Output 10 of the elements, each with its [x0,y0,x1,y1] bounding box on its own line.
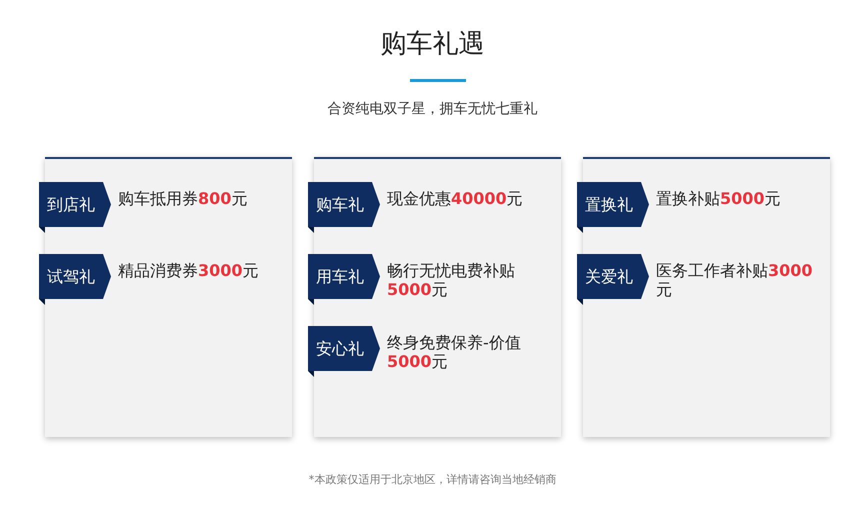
benefit-text: 医务工作者补贴3000元 [656,261,814,299]
heading: 购车礼遇 [380,28,486,61]
benefit-text: 终身免费保养-价值5000元 [387,333,522,371]
benefit-text: 精品消费券3000元 [118,261,260,280]
subtitle: 合资纯电双子星，拥车无忧七重礼 [326,100,538,118]
footnote: *本政策仅适用于北京地区，详情请咨询当地经销商 [308,472,558,487]
benefit-text: 置换补贴5000元 [656,189,782,208]
benefit-text: 购车抵用券800元 [118,189,248,208]
benefit-text: 现金优惠40000元 [387,189,524,208]
benefit-text: 畅行无忧电费补贴5000元 [387,261,516,299]
